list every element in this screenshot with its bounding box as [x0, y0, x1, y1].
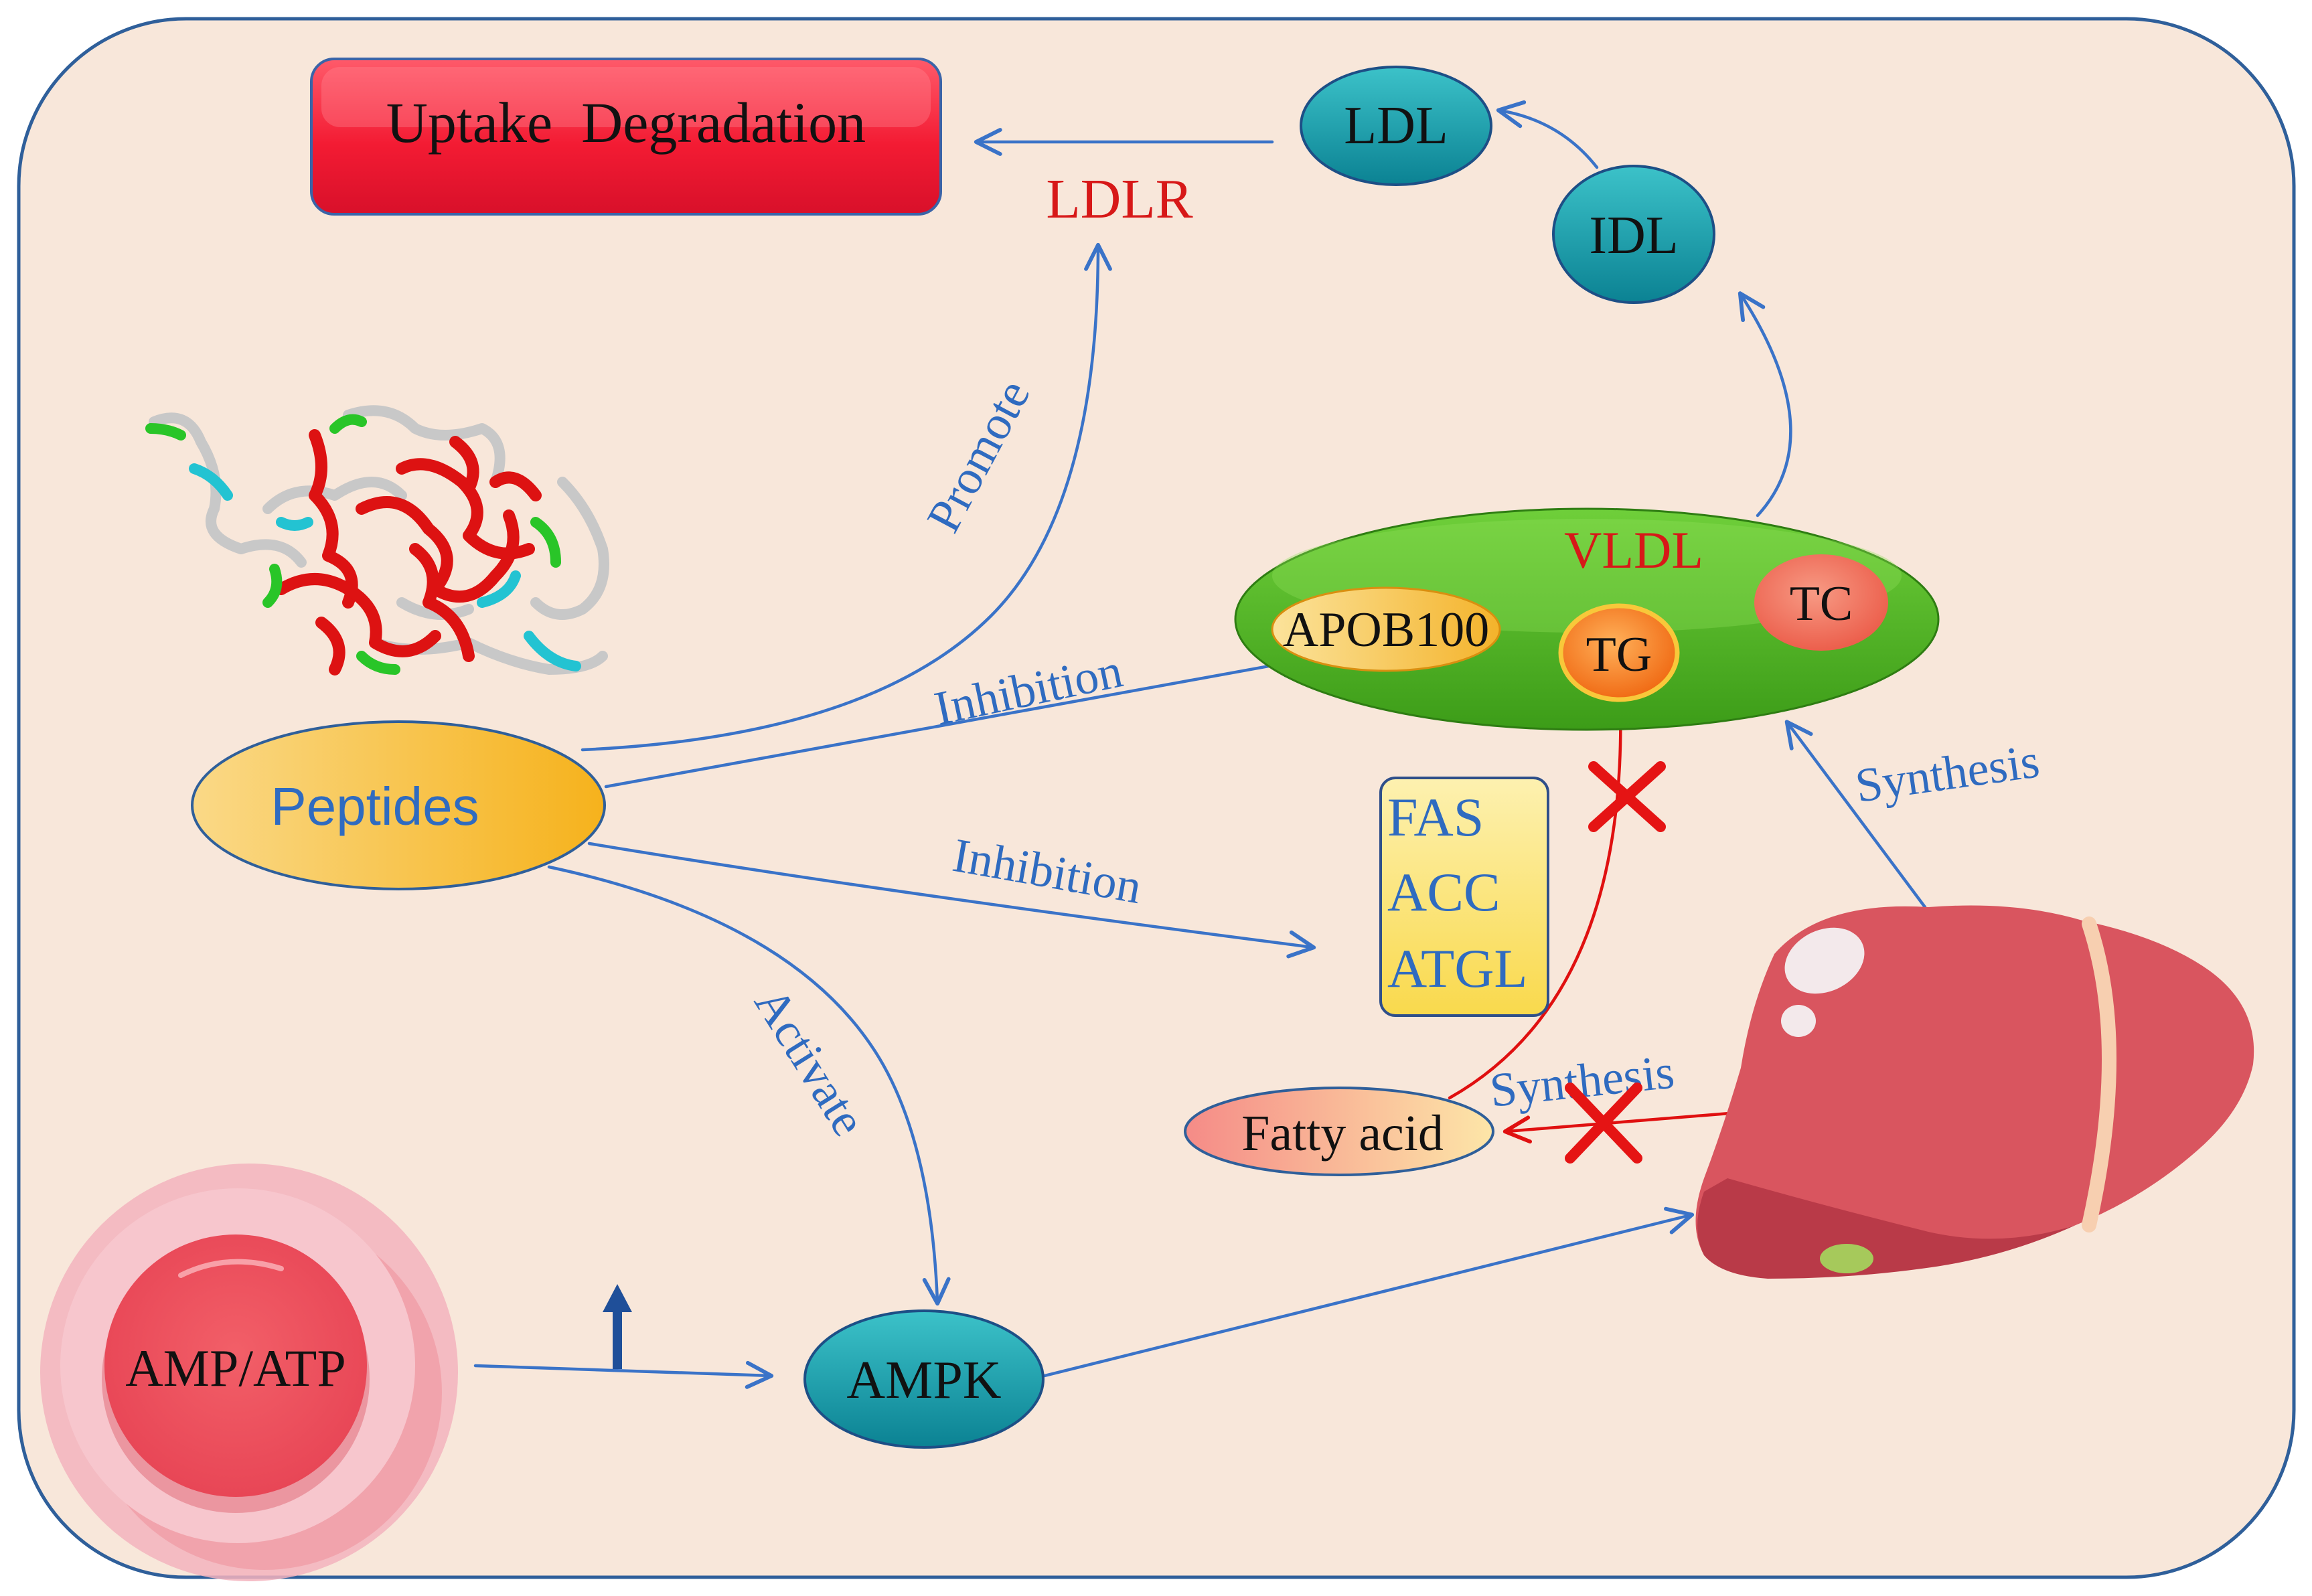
arrow-liver-to-fattyacid — [1502, 1109, 1756, 1144]
idl-node: IDL — [1552, 165, 1715, 304]
uptake-degradation-label: Uptake Degradation — [386, 90, 866, 155]
ldl-label: LDL — [1344, 96, 1448, 155]
apob100-label: APOB100 — [1283, 603, 1489, 657]
ldl-node: LDL — [1300, 66, 1492, 186]
fatty-acid-label: Fatty acid — [1241, 1105, 1444, 1162]
arrow-amp-to-ampk — [473, 1360, 774, 1389]
arrow-idl-to-ldl — [1496, 100, 1599, 169]
vldl-label: VLDL — [1564, 521, 1703, 579]
tc-node: TC — [1754, 554, 1888, 651]
peptides-node: Peptides — [191, 720, 606, 890]
enzyme-box: FAS ACC ATGL — [1379, 777, 1549, 1017]
ldlr-label: LDLR — [1046, 168, 1192, 230]
liver-icon — [1695, 905, 2254, 1279]
red-x-icon — [1565, 1083, 1642, 1164]
arrow-peptides-inhibit-enzymes — [587, 842, 1316, 959]
arrow-peptides-inhibit-apob — [604, 649, 1310, 789]
acc-label: ACC — [1387, 862, 1500, 923]
idl-label: IDL — [1589, 206, 1678, 265]
ampk-node: AMPK — [803, 1309, 1045, 1449]
arrow-liver-synthesis-vldl — [1784, 720, 1927, 909]
apob100-node: APOB100 — [1271, 586, 1501, 672]
fas-label: FAS — [1387, 787, 1484, 848]
red-x-icon — [1588, 761, 1666, 832]
uptake-degradation-box: Uptake Degradation — [310, 58, 942, 216]
ampk-label: AMPK — [846, 1351, 1001, 1410]
vldl-particle: VLDL APOB100 TG TC — [1234, 507, 1940, 731]
arrow-vldl-to-idl — [1738, 291, 1792, 517]
tg-label: TG — [1586, 627, 1652, 682]
tc-label: TC — [1790, 576, 1853, 631]
arrow-ampk-to-liver — [1029, 1206, 1695, 1381]
arrow-peptides-activate-ampk — [547, 865, 951, 1306]
fatty-acid-node: Fatty acid — [1184, 1087, 1494, 1176]
up-arrow-icon — [603, 1284, 632, 1369]
tg-node: TG — [1558, 603, 1680, 702]
arrow-peptides-promote-ldlr — [581, 242, 1112, 752]
amp-atp-node: AMP/ATP — [40, 1164, 458, 1581]
peptides-label: Peptides — [271, 777, 479, 836]
atgl-label: ATGL — [1387, 938, 1528, 999]
protein-ribbon-icon — [145, 405, 609, 675]
amp-atp-label: AMP/ATP — [125, 1339, 345, 1397]
